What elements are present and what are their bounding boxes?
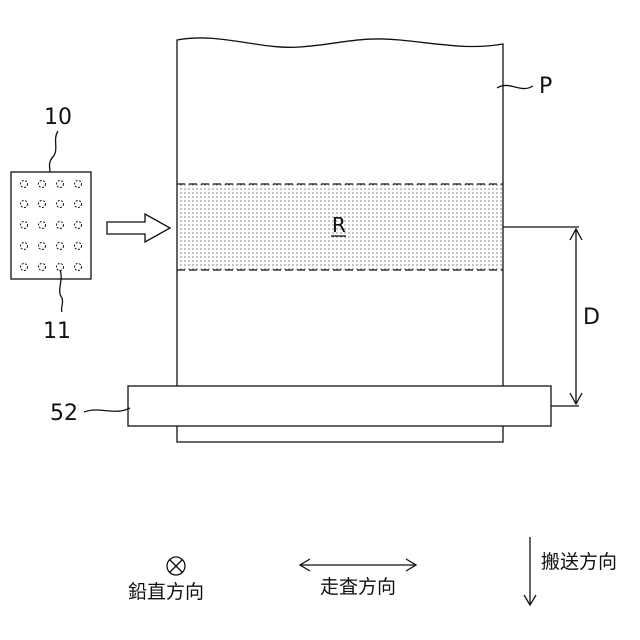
leader-head [50,131,59,172]
head-ref-label: 10 [44,105,72,130]
nozzle-ref-label: 11 [43,319,71,344]
leader-roller [84,408,130,412]
feed-arrow-icon [107,214,170,242]
region-ref-label: R [332,213,346,237]
roller-ref-label: 52 [50,401,78,426]
vertical-direction-icon [167,557,185,575]
scan-direction-arrow-icon [300,559,416,571]
distance-ref-label: D [583,305,600,330]
paper-ref-label: P [539,74,552,99]
conveyance-direction-arrow-icon [524,537,536,605]
conveyance-roller [128,386,551,426]
conveyance-direction-label: 搬送方向 [541,551,617,573]
scan-direction-label: 走査方向 [320,576,396,598]
print-head [11,172,91,279]
vertical-direction-label: 鉛直方向 [128,581,204,603]
